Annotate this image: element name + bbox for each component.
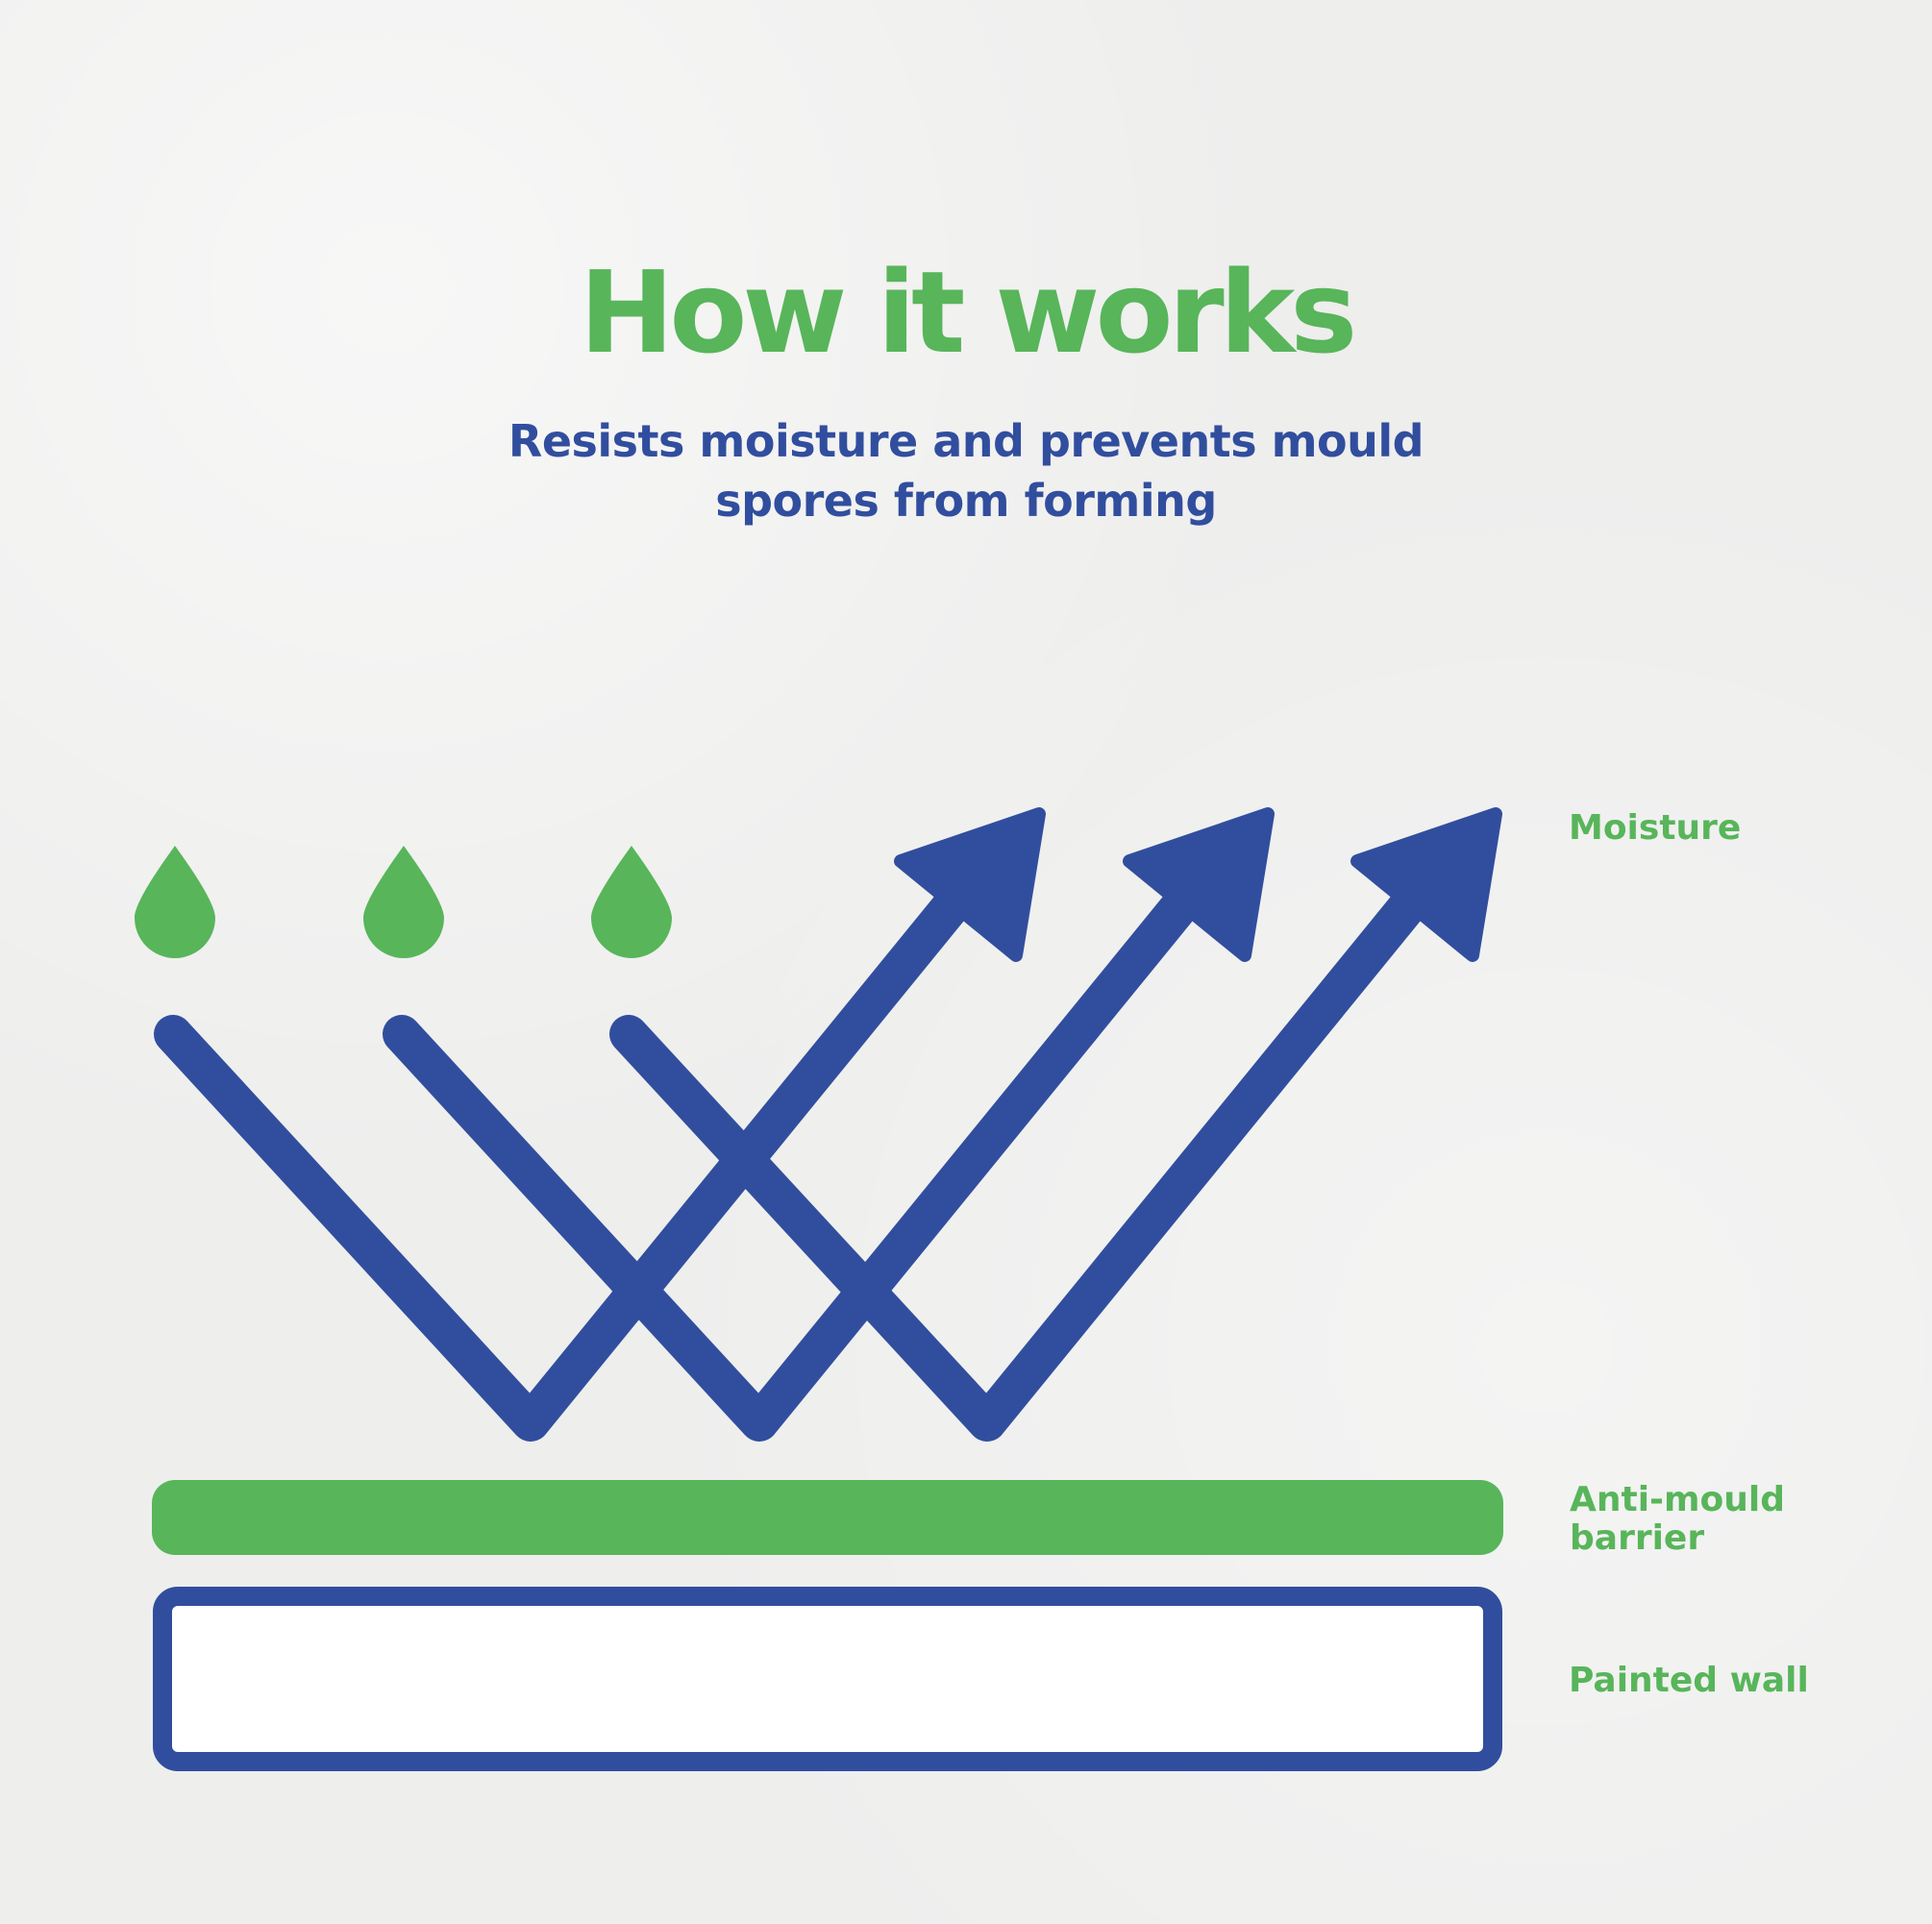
deflection-arrow-icon — [894, 807, 1046, 962]
page-subtitle: Resists moisture and prevents mould spor… — [508, 415, 1424, 527]
page-title: How it works — [579, 246, 1358, 379]
barrier-label: Anti-mould barrier — [1570, 1480, 1785, 1558]
deflection-arrow-icon — [1350, 807, 1502, 962]
droplet-group — [135, 846, 672, 958]
water-drop-icon — [363, 846, 444, 958]
moisture-label: Moisture — [1569, 808, 1742, 848]
water-drop-icon — [591, 846, 672, 958]
arrow-group — [154, 875, 1437, 1442]
deflection-arrow-1-path — [154, 875, 980, 1442]
water-drop-icon — [135, 846, 215, 958]
deflection-arrow-icon — [1123, 807, 1275, 962]
deflection-arrow-3-path — [609, 875, 1437, 1442]
painted-wall-box — [153, 1587, 1502, 1771]
arrowhead-group — [894, 807, 1502, 962]
deflection-arrow-2-path — [383, 875, 1209, 1442]
anti-mould-barrier-bar — [152, 1480, 1503, 1555]
painted-wall-label: Painted wall — [1569, 1661, 1809, 1700]
